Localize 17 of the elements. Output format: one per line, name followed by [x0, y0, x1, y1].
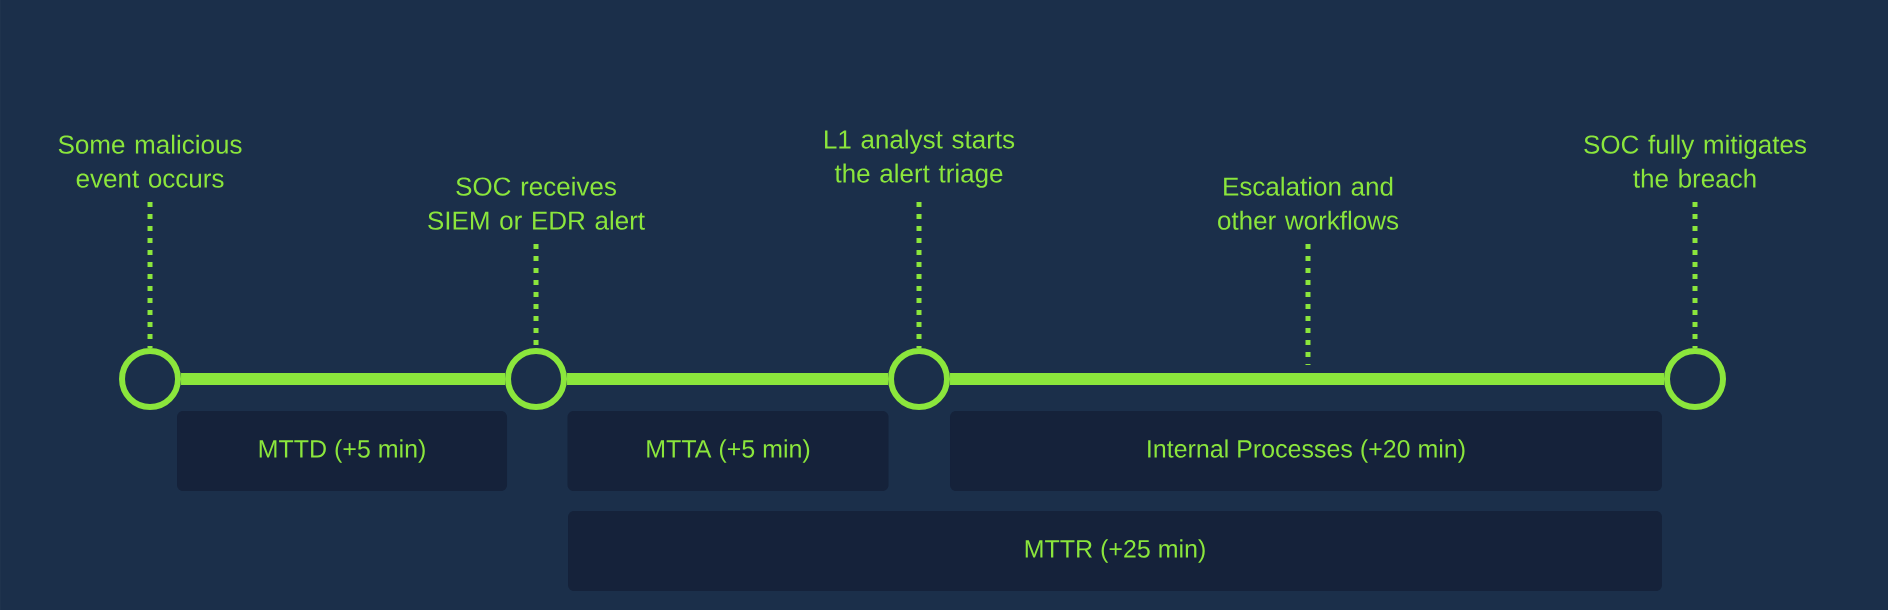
event-label: SOC receives SIEM or EDR alert: [428, 176, 645, 230]
event-label: L1 analyst starts the alert triage: [825, 129, 1015, 188]
timeline-segment: [181, 373, 505, 385]
dotted-leader-line: [533, 244, 539, 348]
event-label: SOC fully mitigates the breach: [1584, 134, 1806, 188]
timeline-segment: [567, 373, 888, 385]
dotted-leader-line: [916, 202, 922, 348]
dotted-leader-line: [147, 202, 153, 348]
dotted-leader-line: [1305, 244, 1311, 365]
duration-box: MTTA (+5 min): [567, 411, 889, 491]
duration-box: Internal Processes (+20 min): [950, 411, 1662, 491]
timeline-segment: [950, 373, 1664, 385]
dotted-leader-line: [1692, 202, 1698, 348]
event-label: Escalation and other workflows: [1218, 176, 1399, 230]
event-label: Some malicious event occurs: [58, 134, 242, 188]
duration-box: MTTD (+5 min): [177, 411, 507, 491]
duration-box: MTTR (+25 min): [568, 511, 1662, 591]
